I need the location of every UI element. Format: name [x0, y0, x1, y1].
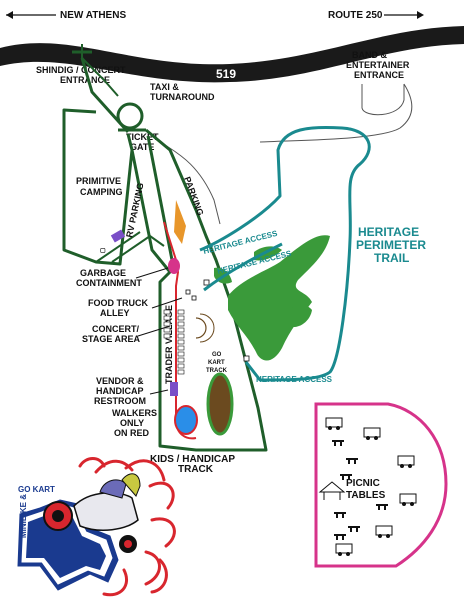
road-519	[0, 26, 464, 83]
picnic-table-icons	[332, 440, 388, 540]
garbage-containment-zone	[168, 258, 180, 274]
concert-label-2: STAGE AREA	[82, 334, 141, 344]
heritage-woods-area	[228, 235, 330, 361]
event-logo: GO KART MINIBIKE &	[17, 457, 176, 597]
direction-new-athens: NEW ATHENS	[6, 10, 126, 21]
parking-orange-strip	[174, 200, 186, 244]
heritage-trail-label-2: PERIMETER	[356, 238, 426, 252]
direction-route-250: ROUTE 250	[328, 10, 424, 21]
direction-route-250-label: ROUTE 250	[328, 10, 383, 21]
walkers-label-1: WALKERS	[112, 408, 157, 418]
logo-text-2: MINIBIKE &	[19, 494, 28, 538]
logo-text-1: GO KART	[18, 485, 55, 494]
heritage-perimeter-trail	[199, 125, 371, 382]
ticket-gate-label-2: GATE	[130, 142, 154, 152]
taxi-label-2: TURNAROUND	[150, 92, 215, 102]
handicap-restroom	[170, 382, 178, 396]
vendor-label-1: VENDOR &	[96, 376, 144, 386]
ticket-gate-label-1: TICKET	[126, 132, 159, 142]
picnic-label-2: TABLES	[346, 490, 386, 501]
heritage-access-label-3: HERITAGE ACCESS	[256, 375, 333, 384]
walkers-label-3: ON RED	[114, 428, 150, 438]
walkers-label-2: ONLY	[120, 418, 144, 428]
shindig-entrance-label-2: ENTRANCE	[60, 75, 110, 85]
vendor-label-2: HANDICAP	[96, 386, 144, 396]
food-truck-label-2: ALLEY	[100, 308, 130, 318]
vendor-booths	[163, 309, 185, 375]
band-entrance-label-3: ENTRANCE	[354, 70, 404, 80]
food-truck-icons	[325, 417, 417, 556]
go-kart-track	[206, 372, 234, 436]
picnic-area-boundary	[314, 402, 448, 568]
garbage-label-2: CONTAINMENT	[76, 278, 142, 288]
rv-dump-station	[110, 229, 126, 243]
parking-label: PARKING	[182, 175, 205, 217]
go-kart-label-2: KART	[208, 360, 225, 366]
primitive-camping-label-1: PRIMITIVE	[76, 176, 121, 186]
vendor-label-3: RESTROOM	[94, 396, 146, 406]
garbage-label-1: GARBAGE	[80, 268, 126, 278]
direction-new-athens-label: NEW ATHENS	[60, 10, 126, 21]
shindig-entrance-label-1: SHINDIG / CONCERT	[36, 65, 126, 75]
picnic-pavilion-icon	[318, 481, 346, 500]
kids-handicap-track	[174, 405, 198, 435]
go-kart-label-1: GO	[212, 352, 222, 358]
concert-label-1: CONCERT/	[92, 324, 139, 334]
kids-track-label-2: TRACK	[178, 464, 214, 475]
festival-main-path	[145, 128, 268, 452]
woods-markers	[203, 279, 250, 362]
stage-icon	[195, 313, 215, 343]
kids-track-label-1: KIDS / HANDICAP	[150, 454, 235, 465]
kart-body	[73, 492, 139, 532]
taxi-turnaround-loop	[116, 102, 144, 130]
picnic-label-1: PICNIC	[346, 478, 380, 489]
food-truck-label-1: FOOD TRUCK	[88, 298, 148, 308]
trader-village-label: TRADER VILLAGE	[164, 305, 174, 384]
band-entrance-road	[361, 84, 405, 116]
rv-station-small-text: ▢	[100, 248, 106, 254]
rv-parking-path	[130, 149, 172, 273]
band-entrance-label-2: ENTERTAINER	[346, 60, 410, 70]
road-519-label: 519	[216, 67, 236, 81]
food-truck-markers	[185, 289, 197, 301]
primitive-camping-label-2: CAMPING	[80, 187, 123, 197]
taxi-label-1: TAXI &	[150, 82, 179, 92]
go-kart-label-3: TRACK	[206, 368, 228, 374]
flame-decoration	[78, 457, 176, 597]
heritage-trail-label-1: HERITAGE	[358, 225, 419, 239]
heritage-trail-label-3: TRAIL	[374, 251, 409, 265]
band-entrance-label-1: BAND &	[352, 50, 387, 60]
